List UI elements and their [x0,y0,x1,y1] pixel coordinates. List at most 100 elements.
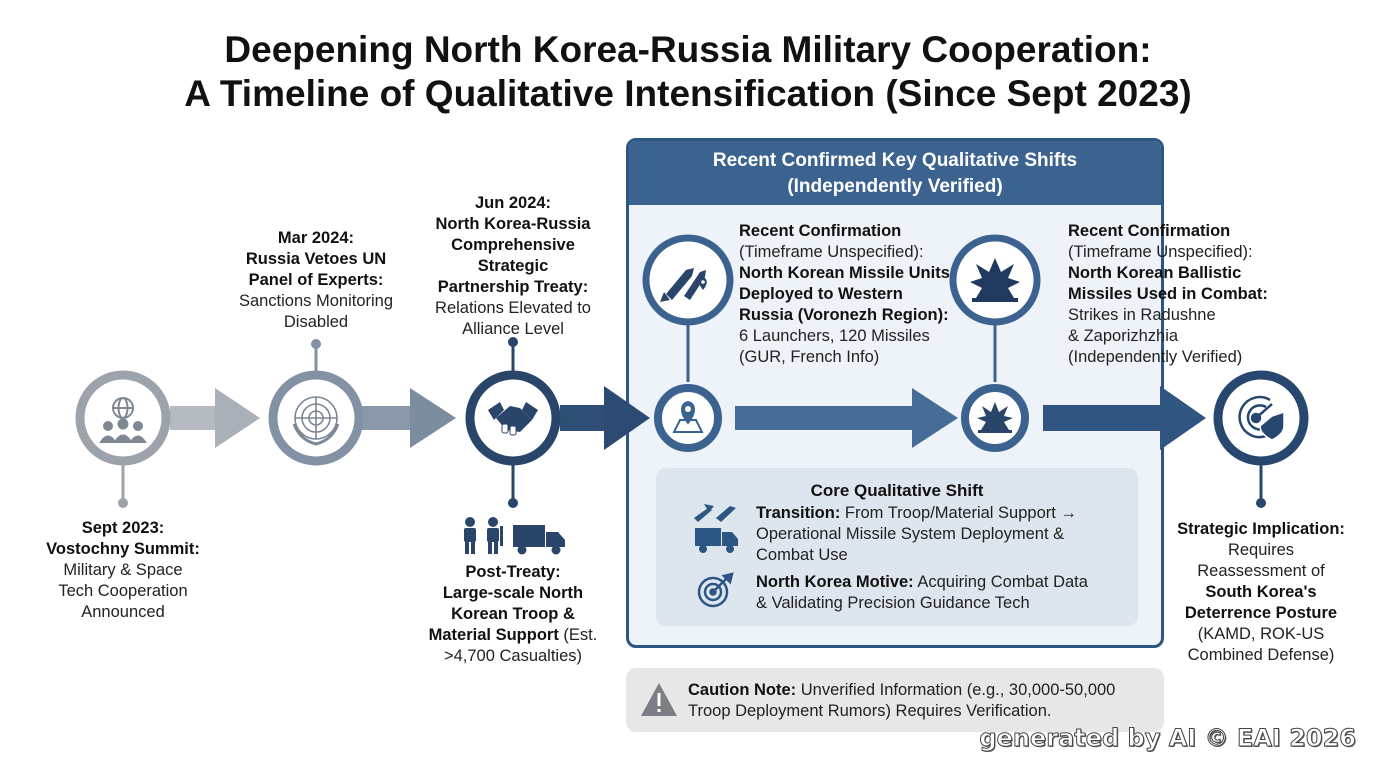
globe-people-icon [99,397,147,443]
transition-label: Transition: [756,504,841,522]
event-jun2024-line6: Relations Elevated to [435,299,591,317]
combat-line3: North Korean Ballistic [1068,264,1242,282]
core-transition: Transition: From Troop/Material Support … [756,503,1077,566]
event-mar2024-line4: Sanctions Monitoring [238,292,394,310]
missile-icon [660,268,707,302]
transition-line3: Combat Use [756,546,848,564]
deploy-line6: 6 Launchers, 120 Missiles [739,327,930,345]
node-mar2024 [268,370,364,466]
warning-icon [641,683,677,716]
event-post-treaty-line4b: (Est. [558,626,598,644]
deploy-confirmation: Recent Confirmation (Timeframe Unspecifi… [739,221,950,368]
handshake-icon [488,402,538,436]
event-jun2024-heading-4: Partnership Treaty: [437,278,589,296]
event-post-treaty-line5: >4,700 Casualties) [443,647,583,665]
combat-line7: (Independently Verified) [1068,348,1243,366]
explosion-icon [977,402,1013,433]
truck-icon [513,525,565,555]
arrow-1 [215,388,260,448]
missile-circle [642,234,734,326]
node-sep2023 [75,370,171,466]
caution-line1: Unverified Information (e.g., 30,000-50,… [796,681,1116,699]
strategic-line7: Combined Defense) [1187,646,1335,664]
event-sep2023-line3: Military & Space [63,561,183,579]
event-strategic: Strategic Implication: Requires Reassess… [1151,519,1371,666]
title-line-2: A Timeline of Qualitative Intensificatio… [184,73,1192,114]
node-deploy [654,384,722,452]
event-mar2024-date: Mar 2024: [277,229,355,247]
event-sep2023-line4: Tech Cooperation [58,582,188,600]
core-shift-title: Core Qualitative Shift [810,481,984,500]
combat-line1: Recent Confirmation [1068,222,1231,240]
transition-icon [694,504,738,553]
strategic-line6: (KAMD, ROK-US [1197,625,1325,643]
caution-note: Caution Note: Unverified Information (e.… [688,680,1115,722]
strategic-line2: Requires [1227,541,1295,559]
motive-line1: Acquiring Combat Data [913,573,1088,591]
core-motive: North Korea Motive: Acquiring Combat Dat… [756,572,1088,614]
deploy-line2: (Timeframe Unspecified): [739,243,924,261]
timeline-arrows [170,386,1206,450]
strategic-line5: Deterrence Posture [1184,604,1338,622]
arrow-3 [604,386,650,450]
event-post-treaty: Post-Treaty: Large-scale North Korean Tr… [403,562,623,667]
panel-title-line-1: Recent Confirmed Key Qualitative Shifts [712,150,1078,171]
arrow-4 [912,388,958,448]
event-jun2024-heading-2: Comprehensive [451,236,575,254]
event-jun2024-line7: Alliance Level [462,320,564,338]
event-sep2023-line5: Announced [81,603,165,621]
event-mar2024-heading-1: Russia Vetoes UN [245,250,387,268]
panel-title-line-2: (Independently Verified) [787,176,1003,197]
arrow-5 [1160,386,1206,450]
event-post-treaty-line3: Korean Troop & [451,605,575,623]
caution-line2: Troop Deployment Rumors) Requires Verifi… [688,702,1052,720]
deploy-line4: Deployed to Western [739,285,903,303]
caution-box [626,668,1164,732]
event-post-treaty-line4: Material Support [428,626,559,644]
un-emblem-icon [292,396,340,446]
target-icon [697,572,734,608]
combat-line2: (Timeframe Unspecified): [1068,243,1253,261]
deploy-line1: Recent Confirmation [739,222,902,240]
page-title: Deepening North Korea-Russia Military Co… [0,28,1376,116]
explosion-circle [949,234,1041,326]
event-post-treaty-heading: Post-Treaty: [465,563,561,581]
event-post-treaty-line2: Large-scale North [442,584,584,602]
combat-line5: Strikes in Radushne [1068,306,1216,324]
combat-line6: & Zaporizhzhia [1068,327,1179,345]
deploy-line3: North Korean Missile Units [739,264,950,282]
deploy-line7: (GUR, French Info) [739,348,880,366]
strategic-line3: Reassessment of [1197,562,1325,580]
event-mar2024-line5: Disabled [283,313,349,331]
soldiers-icon [464,517,503,554]
explosion-large-icon [970,258,1020,302]
deploy-line5: Russia (Voronezh Region): [739,306,949,324]
event-sep2023-date: Sept 2023: [81,519,165,537]
transition-line1: From Troop/Material Support → [840,504,1077,522]
transition-line2: Operational Missile System Deployment & [756,525,1065,543]
strategic-heading: Strategic Implication: [1177,520,1345,538]
radar-shield-icon [1238,395,1285,441]
event-sep2023: Sept 2023: Vostochny Summit: Military & … [23,518,223,623]
node-jun2024 [465,370,561,466]
combat-confirmation: Recent Confirmation (Timeframe Unspecifi… [1068,221,1268,368]
title-line-1: Deepening North Korea-Russia Military Co… [224,29,1152,70]
stem-lines [118,322,1266,508]
arrow-2 [410,388,456,448]
strategic-line4: South Korea's [1205,583,1317,601]
event-sep2023-heading: Vostochny Summit: [46,540,200,558]
event-jun2024: Jun 2024: North Korea-Russia Comprehensi… [413,193,613,340]
event-mar2024-heading-2: Panel of Experts: [248,271,384,289]
node-combat [961,384,1029,452]
watermark: generated by AI © EAI 2026 [979,724,1357,753]
event-jun2024-date: Jun 2024: [474,194,552,212]
motive-line2: & Validating Precision Guidance Tech [756,594,1030,612]
event-jun2024-heading-3: Strategic [477,257,549,275]
event-mar2024: Mar 2024: Russia Vetoes UN Panel of Expe… [216,228,416,333]
core-shift-box [656,468,1138,626]
panel-header: Recent Confirmed Key Qualitative Shifts … [629,141,1161,205]
motive-label: North Korea Motive: [756,573,914,591]
caution-label: Caution Note: [688,681,797,699]
node-strategic [1213,370,1309,466]
